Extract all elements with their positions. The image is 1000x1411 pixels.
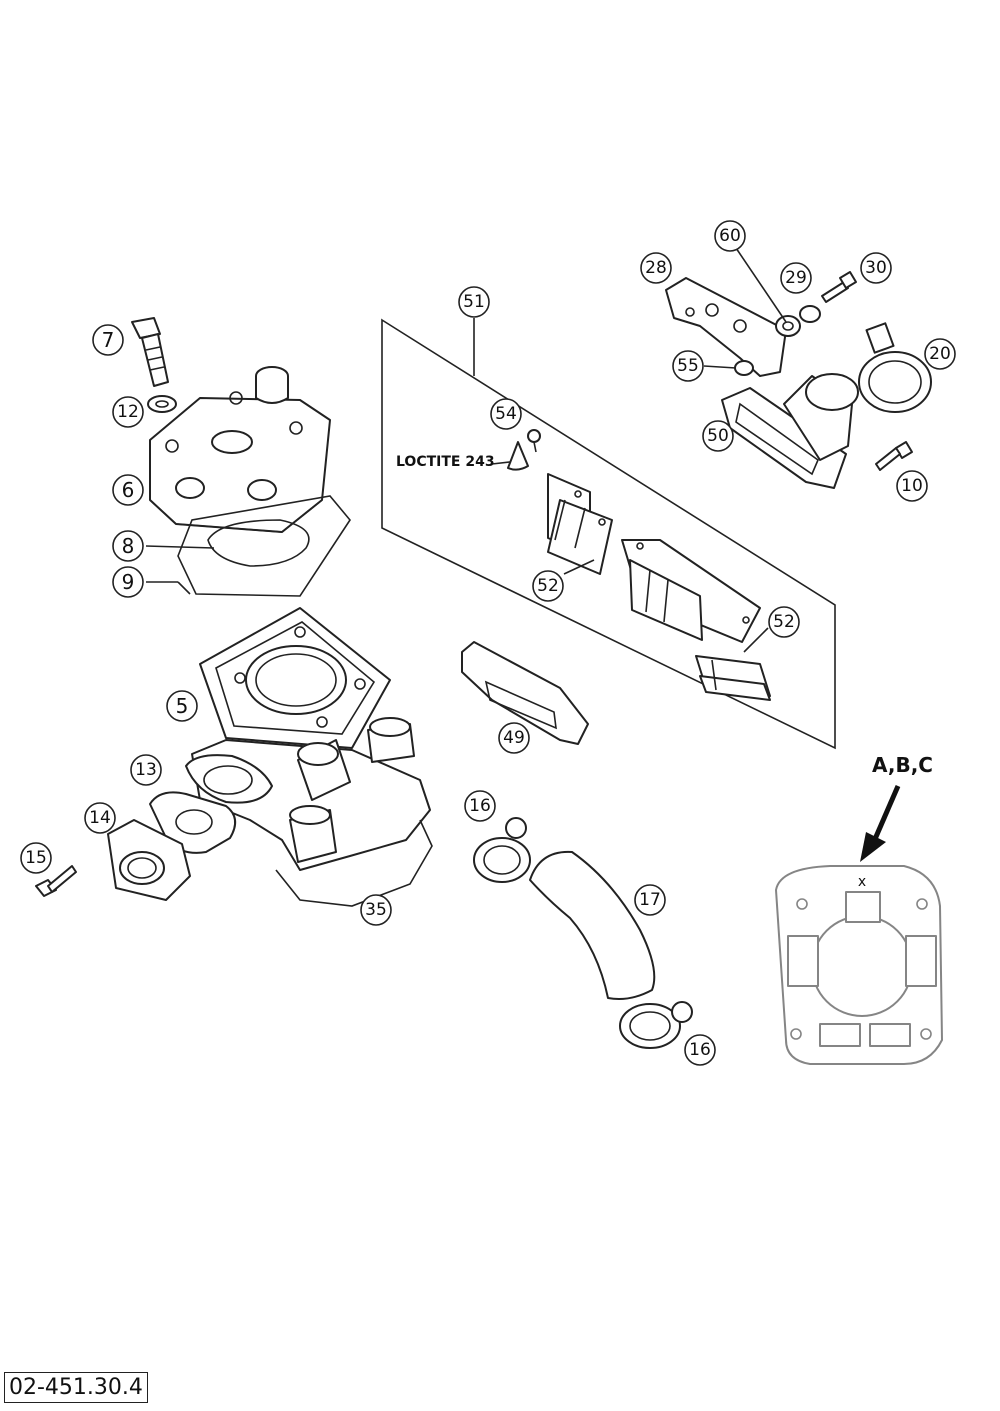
loctite-label: LOCTITE 243 (396, 454, 495, 470)
callout-17: 17 (634, 884, 666, 916)
svg-text:35: 35 (365, 900, 387, 920)
callout-51: 51 (458, 286, 490, 318)
base-gasket-35 (275, 819, 433, 907)
callout-54: 54 (490, 398, 522, 430)
svg-text:54: 54 (495, 404, 517, 424)
bushing-29 (799, 305, 821, 323)
head-gasket-9 (177, 495, 351, 597)
svg-text:10: 10 (901, 476, 923, 496)
bolt-15 (35, 865, 77, 897)
reed-gasket-49 (461, 641, 589, 745)
svg-text:28: 28 (645, 258, 667, 278)
svg-text:5: 5 (176, 694, 189, 718)
callout-29: 29 (780, 262, 812, 294)
svg-text:14: 14 (89, 808, 111, 828)
detail-arrow (860, 785, 901, 862)
callout-8: 8 (112, 530, 144, 562)
reed-block (621, 539, 761, 643)
svg-text:13: 13 (135, 760, 157, 780)
diagram-reference-number: 02-451.30.4 (4, 1372, 148, 1403)
callout-35: 35 (360, 894, 392, 926)
bracket-28 (665, 277, 787, 377)
svg-text:49: 49 (503, 728, 525, 748)
bolt-10 (875, 441, 913, 471)
clamp-16-top (473, 817, 531, 883)
cylinder-5 (185, 607, 431, 871)
hose-clamp-20 (858, 322, 932, 413)
detail-mark: x (858, 874, 866, 890)
callout-20: 20 (924, 338, 956, 370)
callout-9: 9 (112, 566, 144, 598)
reed-petals-left (547, 473, 613, 575)
svg-text:9: 9 (122, 570, 135, 594)
spacer-60 (775, 315, 801, 337)
o-ring-8 (207, 519, 310, 567)
cylinder-head-6 (149, 366, 331, 533)
callout-13: 13 (130, 754, 162, 786)
svg-text:51: 51 (463, 292, 485, 312)
intake-manifold-50 (721, 373, 859, 489)
svg-text:7: 7 (102, 328, 115, 352)
exhaust-flange-14 (107, 819, 191, 901)
svg-text:20: 20 (929, 344, 951, 364)
callout-14: 14 (84, 802, 116, 834)
detail-label: A,B,C (872, 753, 933, 777)
callout-60: 60 (714, 220, 746, 252)
callout-50: 50 (702, 420, 734, 452)
callout-7: 7 (92, 324, 124, 356)
reed-petals-right (695, 655, 771, 701)
svg-text:29: 29 (785, 268, 807, 288)
svg-text:52: 52 (537, 576, 559, 596)
reed-valve-kit-panel (381, 318, 836, 750)
callout-10: 10 (896, 470, 928, 502)
svg-text:6: 6 (122, 478, 135, 502)
washer-12 (147, 395, 177, 413)
svg-text:60: 60 (719, 226, 741, 246)
callout-55: 55 (672, 350, 704, 382)
callout-52-right: 52 (768, 606, 800, 638)
svg-text:50: 50 (707, 426, 729, 446)
screw-54 (507, 429, 541, 471)
callout-6: 6 (112, 474, 144, 506)
callout-16-top: 16 (464, 790, 496, 822)
clamp-16-bottom (619, 1001, 693, 1049)
callout-16-bottom: 16 (684, 1034, 716, 1066)
callout-5: 5 (166, 690, 198, 722)
bolt-30 (821, 271, 857, 303)
svg-text:16: 16 (689, 1040, 711, 1060)
svg-text:30: 30 (865, 258, 887, 278)
callout-15: 15 (20, 842, 52, 874)
callout-30: 30 (860, 252, 892, 284)
svg-text:55: 55 (677, 356, 699, 376)
svg-text:17: 17 (639, 890, 661, 910)
callout-49: 49 (498, 722, 530, 754)
callout-52-left: 52 (532, 570, 564, 602)
cylinder-base-detail (775, 865, 943, 1065)
svg-text:8: 8 (122, 534, 135, 558)
washer-55 (734, 360, 754, 376)
coolant-hose-17 (529, 850, 656, 1000)
svg-text:15: 15 (25, 848, 47, 868)
svg-text:16: 16 (469, 796, 491, 816)
callout-12: 12 (112, 396, 144, 428)
svg-text:52: 52 (773, 612, 795, 632)
head-bolt-7 (131, 317, 169, 387)
svg-text:12: 12 (117, 402, 139, 422)
callout-28: 28 (640, 252, 672, 284)
leader-lines (145, 247, 787, 653)
